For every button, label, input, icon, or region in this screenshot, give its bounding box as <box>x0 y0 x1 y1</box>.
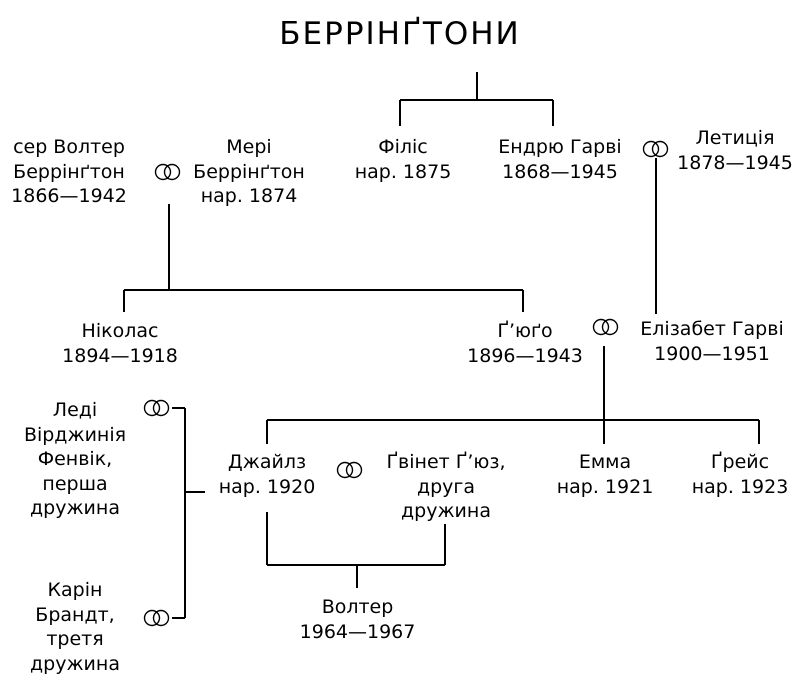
person-emma-line: Емма <box>578 451 632 473</box>
person-walter-sr-line: Беррінґтон <box>13 160 125 183</box>
person-gwyneth-line: Ґвінет Ґ’юз, <box>386 451 506 473</box>
person-nicholas-line: 1894—1918 <box>62 344 178 367</box>
person-karin-line: Брандт, <box>35 603 115 626</box>
person-hugo: Ґ’юґо 1896—1943 <box>454 319 596 368</box>
person-grace-line: нар. 1923 <box>691 475 789 498</box>
person-karin: Карін Брандт, третя дружина <box>10 578 140 676</box>
person-karin-line: Карін <box>47 579 103 601</box>
person-virginia-line: Вірджинія <box>23 423 127 446</box>
person-virginia-line: Фенвік, <box>37 448 113 470</box>
person-mary-line: нар. 1874 <box>200 185 298 207</box>
person-virginia-line: дружина <box>30 497 120 519</box>
person-hugo-line: 1896—1943 <box>467 344 583 367</box>
person-giles: Джайлз нар. 1920 <box>202 450 332 499</box>
marriage-rings-icon <box>642 140 669 158</box>
person-elizabeth: Елізабет Гарві 1900—1951 <box>624 317 800 366</box>
person-virginia: Леді Вірджинія Фенвік, перша дружина <box>10 398 140 521</box>
person-andrew: Ендрю Гарві 1868—1945 <box>484 135 636 184</box>
person-letitia-line: Летиція <box>695 127 775 149</box>
person-elizabeth-line: Елізабет Гарві <box>640 318 784 340</box>
marriage-rings-icon <box>592 318 619 336</box>
person-karin-line: третя <box>46 628 104 650</box>
person-giles-line: Джайлз <box>227 451 307 473</box>
person-gwyneth-line: дружина <box>401 500 491 522</box>
person-walter-jr-line: Волтер <box>321 596 394 618</box>
marriage-rings-icon <box>143 609 170 627</box>
person-walter-jr: Волтер 1964—1967 <box>280 595 435 644</box>
person-grace-line: Ґрейс <box>710 451 770 473</box>
person-karin-line: дружина <box>30 652 120 675</box>
person-hugo-line: Ґ’юґо <box>497 320 553 342</box>
person-letitia: Летиція 1878—1945 <box>670 126 800 175</box>
person-elizabeth-line: 1900—1951 <box>654 342 770 365</box>
person-phyllis-line: Філіс <box>378 136 428 158</box>
person-emma: Емма нар. 1921 <box>540 450 670 499</box>
person-virginia-line: перша <box>42 472 108 495</box>
person-andrew-line: 1868—1945 <box>502 160 618 183</box>
person-mary-line: Мері <box>226 136 272 158</box>
person-gwyneth: Ґвінет Ґ’юз, друга дружина <box>366 450 526 524</box>
marriage-rings-icon <box>143 399 170 417</box>
person-giles-line: нар. 1920 <box>218 475 316 498</box>
person-walter-jr-line: 1964—1967 <box>299 620 416 643</box>
person-mary: Мері Беррінґтон нар. 1874 <box>180 135 318 209</box>
person-virginia-line: Леді <box>52 399 98 421</box>
page-title: БЕРРІНҐТОНИ <box>279 16 521 52</box>
person-walter-sr-line: сер Волтер <box>13 136 125 158</box>
marriage-rings-icon <box>336 461 363 479</box>
marriage-rings-icon <box>154 163 181 181</box>
person-walter-sr-line: 1866—1942 <box>11 185 127 207</box>
person-mary-line: Беррінґтон <box>193 160 305 183</box>
person-andrew-line: Ендрю Гарві <box>498 136 622 158</box>
person-phyllis-line: нар. 1875 <box>354 160 452 183</box>
person-grace: Ґрейс нар. 1923 <box>680 450 800 499</box>
person-walter-sr: сер Волтер Беррінґтон 1866—1942 <box>0 135 144 209</box>
person-emma-line: нар. 1921 <box>556 475 654 498</box>
person-letitia-line: 1878—1945 <box>677 151 793 174</box>
person-nicholas: Ніколас 1894—1918 <box>50 319 190 368</box>
person-phyllis: Філіс нар. 1875 <box>338 135 468 184</box>
person-gwyneth-line: друга <box>416 475 476 498</box>
person-nicholas-line: Ніколас <box>81 320 159 342</box>
